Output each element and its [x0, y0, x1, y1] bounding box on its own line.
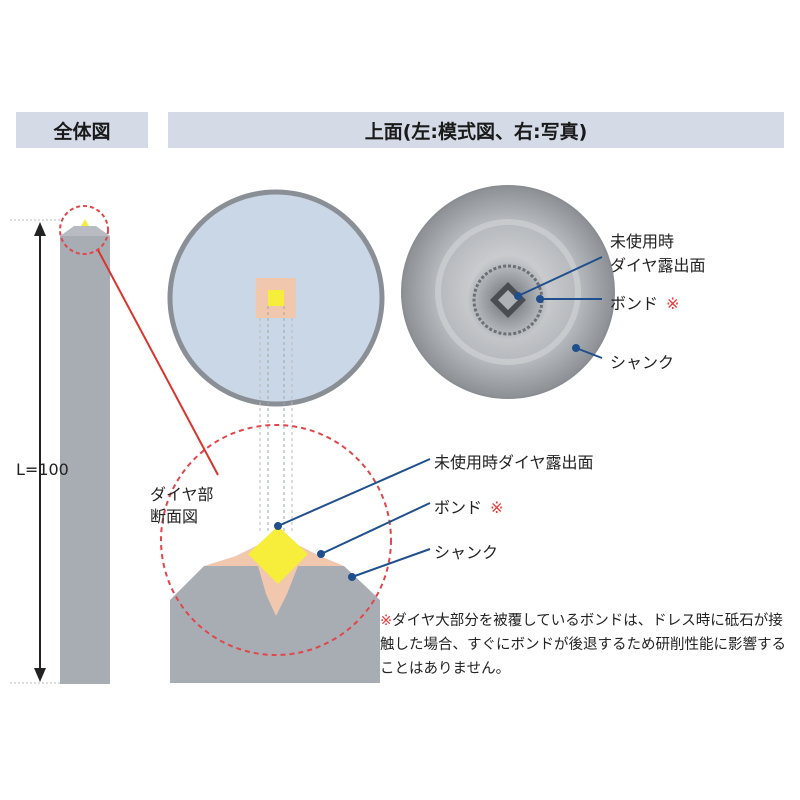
section-dashed-circle	[160, 424, 392, 656]
section-label-2: 断面図	[150, 507, 199, 526]
photo-label-shank: シャンク	[610, 353, 675, 372]
footnote-text: ダイヤ大部分を被覆しているボンドは、ドレス時に砥石が接触した場合、すぐにボンドが…	[380, 613, 786, 677]
photo-bond-mark: ※	[666, 294, 680, 313]
overall-to-section-leader	[97, 249, 219, 476]
length-dimension	[10, 219, 60, 684]
photo-label-exposed-2: ダイヤ露出面	[610, 256, 706, 275]
leader-lines	[274, 256, 603, 581]
top-schematic	[167, 189, 385, 532]
footnote: ※ダイヤ大部分を被覆しているボンドは、ドレス時に砥石が接触した場合、すぐにボンド…	[380, 609, 790, 681]
photo-label-bond: ボンド※	[610, 294, 680, 313]
overall-shank	[60, 219, 110, 684]
header-top-view: 上面(左:模式図、右:写真)	[168, 112, 784, 148]
header-overall: 全体図	[16, 112, 148, 148]
section-bond-mark: ※	[490, 498, 504, 517]
length-label: L=100	[16, 460, 69, 479]
overall-tip-circle	[59, 205, 109, 255]
section-label-bond: ボンド※	[434, 498, 504, 517]
section-label-exposed: 未使用時ダイヤ露出面	[434, 453, 594, 472]
photo-label-exposed-1: 未使用時	[610, 232, 675, 251]
section-view	[170, 526, 380, 683]
footnote-mark: ※	[380, 613, 393, 629]
section-label-shank: シャンク	[434, 543, 499, 562]
section-label-1: ダイヤ部	[150, 485, 214, 504]
top-photo	[401, 185, 615, 399]
